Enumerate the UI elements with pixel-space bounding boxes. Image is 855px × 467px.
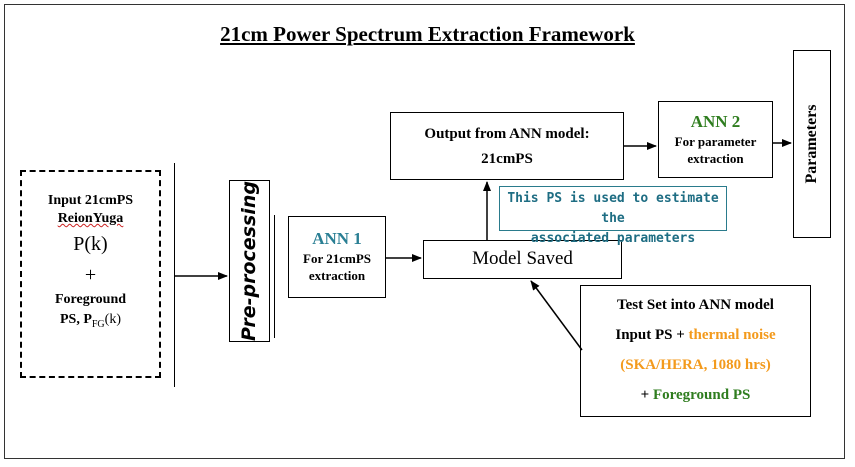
ann2-box: ANN 2 For parameter extraction — [658, 101, 773, 178]
input-box: Input 21cmPS ReionYuga P(k) + Foreground… — [20, 170, 161, 378]
output-line-1: Output from ANN model: — [424, 126, 590, 142]
test-set-line-2-a: Input PS + — [615, 327, 689, 343]
parameters-box — [793, 50, 831, 238]
ann1-box: ANN 1 For 21cmPS extraction — [288, 216, 386, 298]
note-line-2: associated parameters — [530, 231, 696, 246]
test-set-line-1: Test Set into ANN model — [617, 297, 774, 313]
input-line-6-prefix: PS, P — [59, 312, 92, 327]
ann2-line-2: extraction — [687, 151, 744, 166]
input-line-4: + — [84, 264, 97, 286]
arrow-test-set-to-model-saved — [530, 280, 583, 351]
output-box: Output from ANN model: 21cmPS — [390, 112, 624, 180]
note-line-1: This PS is used to estimate the — [507, 191, 719, 226]
input-line-6-sub: FG — [91, 318, 105, 330]
diagram-frame — [4, 4, 845, 459]
test-set-thermal-noise: thermal noise — [688, 327, 776, 343]
input-line-6: PS, PFG(k) — [22, 310, 159, 335]
ann2-line-1: For parameter — [674, 134, 757, 149]
preprocessing-box — [229, 180, 270, 342]
model-saved-label: Model Saved — [472, 248, 573, 269]
ann1-line-2: extraction — [308, 268, 366, 283]
test-set-line-2: Input PS + thermal noise — [581, 320, 810, 350]
input-line-1: Input 21cmPS — [47, 193, 134, 208]
ann1-line-1: For 21cmPS — [303, 251, 371, 266]
test-set-box: Test Set into ANN model Input PS + therm… — [580, 285, 811, 417]
input-line-3: P(k) — [73, 233, 108, 255]
test-set-line-4: + Foreground PS — [581, 380, 810, 410]
input-line-5: Foreground — [54, 292, 127, 307]
separator-line-left — [174, 163, 175, 387]
input-line-2: ReionYuga — [57, 211, 124, 226]
ann2-title: ANN 2 — [690, 112, 741, 131]
test-set-line-3: (SKA/HERA, 1080 hrs) — [620, 357, 771, 373]
note-box: This PS is used to estimate the associat… — [499, 186, 727, 246]
diagram-title: 21cm Power Spectrum Extraction Framework — [220, 22, 635, 46]
input-line-6-suffix: (k) — [104, 312, 121, 327]
output-line-2: 21cmPS — [481, 151, 533, 167]
test-set-line-4-a: + — [640, 387, 653, 403]
model-saved-box: Model Saved — [423, 240, 622, 279]
ann1-title: ANN 1 — [312, 229, 362, 248]
test-set-foreground-ps: Foreground PS — [652, 387, 751, 403]
separator-line-right — [274, 215, 275, 338]
